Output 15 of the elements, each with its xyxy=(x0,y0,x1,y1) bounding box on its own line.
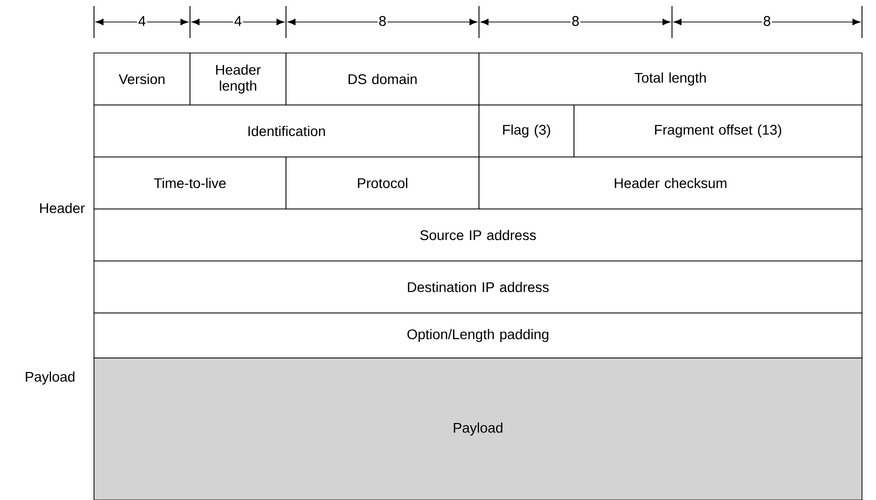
field-cell: Destination IP address xyxy=(94,260,862,314)
section-label: Payload xyxy=(26,371,74,385)
dimension-label: 4 xyxy=(137,15,147,27)
dimension-label: 8 xyxy=(378,15,388,27)
field-cell: Payload xyxy=(94,358,862,500)
field-cell: Header length xyxy=(190,52,286,106)
section-label: Header xyxy=(40,202,85,214)
field-cell: Flag (3) xyxy=(478,104,574,158)
field-cell: Time-to-live xyxy=(94,156,286,210)
field-cell: Version xyxy=(94,52,190,106)
dimension-label: 8 xyxy=(570,15,580,27)
dimension-label: 8 xyxy=(762,15,772,27)
dimension-label: 4 xyxy=(233,15,243,27)
field-cell: Protocol xyxy=(286,156,480,210)
field-cell: Option/Length padding xyxy=(94,312,862,358)
